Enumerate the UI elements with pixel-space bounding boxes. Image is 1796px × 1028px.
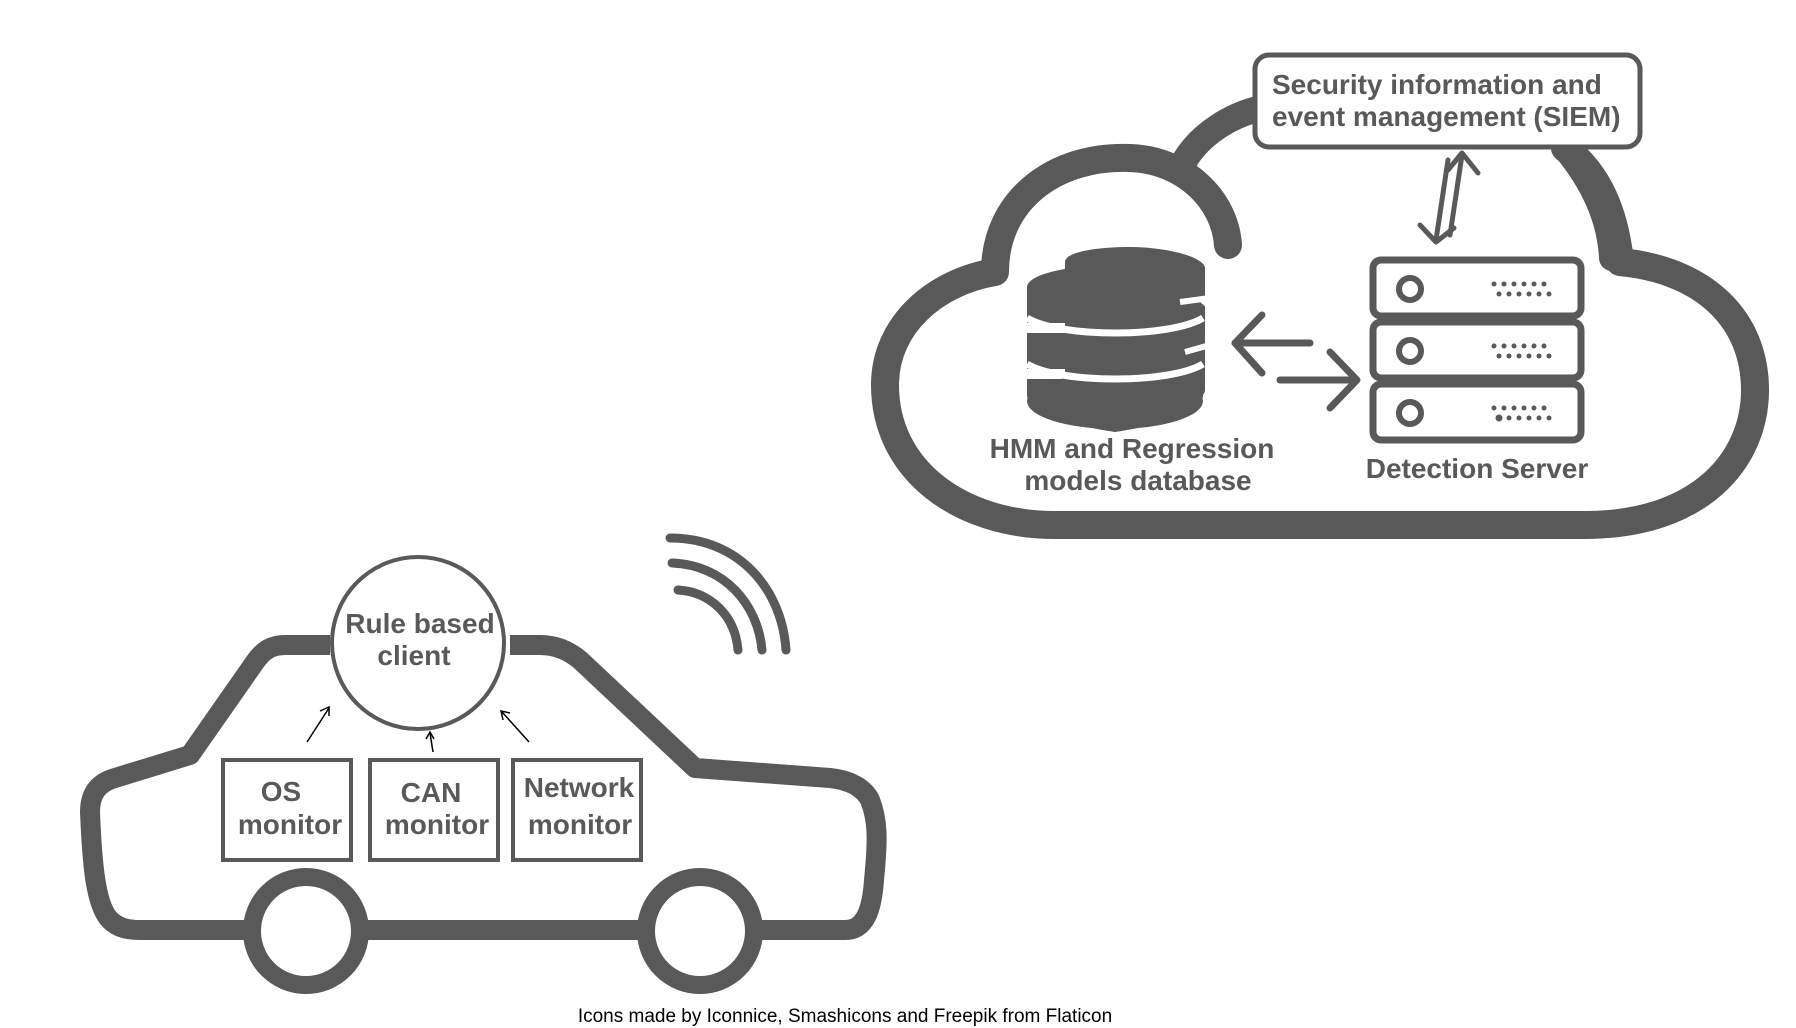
cloud-icon (871, 95, 1769, 539)
network-monitor-box: Network monitor (511, 758, 643, 862)
os-monitor-box: OS monitor (221, 758, 353, 862)
rule-based-client: Rule based client (330, 555, 506, 731)
server-unit-3 (1369, 380, 1585, 444)
database-icon (1025, 246, 1214, 432)
monitor-label-line2: monitor (385, 809, 489, 840)
database-label-line2: models database (1024, 465, 1251, 496)
siem-box: Security information and event managemen… (1252, 52, 1643, 150)
client-label-line2: client (377, 640, 450, 671)
database-label-line1: HMM and Regression (990, 433, 1275, 464)
car-icon (80, 635, 887, 994)
monitor-label-line1: Network (524, 772, 635, 803)
monitor-label-line1: CAN (401, 777, 462, 808)
monitor-label-line2: monitor (238, 809, 342, 840)
database-server-arrow (1231, 311, 1361, 412)
monitor-label-line1: OS (261, 776, 301, 807)
server-unit-1 (1369, 256, 1585, 320)
server-unit-2 (1369, 318, 1585, 382)
monitor-arrows (306, 705, 530, 753)
server-icon (1369, 256, 1585, 444)
siem-label-line1: Security information and (1272, 69, 1602, 100)
client-label-line1: Rule based (345, 608, 494, 639)
siem-server-arrow (1417, 150, 1481, 245)
monitor-label-line2: monitor (528, 809, 632, 840)
front-wheel (243, 868, 369, 994)
rear-wheel (637, 868, 763, 994)
can-monitor-box: CAN monitor (368, 758, 500, 862)
server-label: Detection Server (1366, 453, 1589, 484)
icon-credit: Icons made by Iconnice, Smashicons and F… (578, 1006, 1112, 1027)
wireless-signal-icon (665, 533, 791, 655)
siem-label-line2: event management (SIEM) (1272, 101, 1621, 132)
